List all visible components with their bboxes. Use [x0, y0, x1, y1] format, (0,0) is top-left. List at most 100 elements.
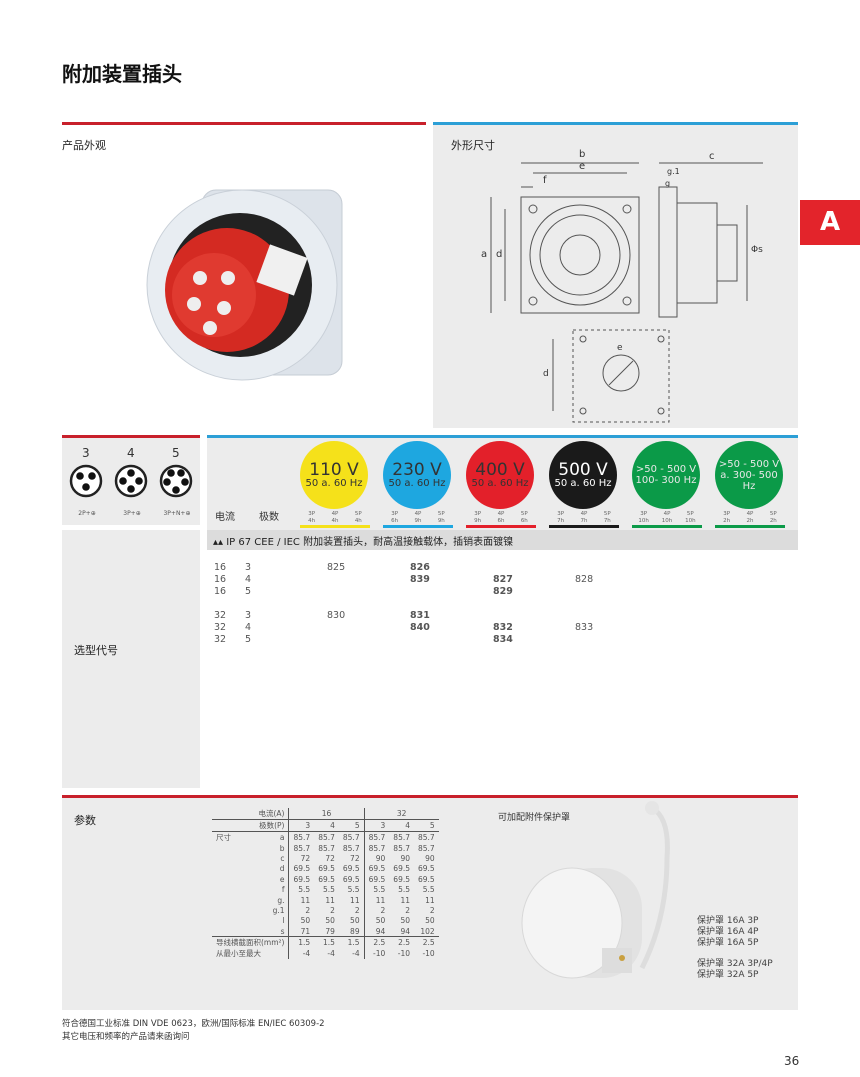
order-code: 839	[410, 574, 430, 585]
code-current: 32	[214, 610, 227, 621]
dim-e: e	[579, 161, 586, 172]
footer-inquiry: 其它电压和频率的产品请来函询问	[62, 1032, 190, 1042]
param-wire: 1.5	[288, 936, 315, 949]
param-range: -10	[363, 948, 390, 960]
param-cell: 69.5	[393, 864, 410, 874]
hour-label: 2h	[723, 517, 731, 524]
order-code: 827	[493, 574, 513, 585]
param-cell: 85.7	[288, 831, 315, 843]
footer-standards: 符合德国工业标准 DIN VDE 0623，欧洲/国际标准 EN/IEC 603…	[62, 1019, 325, 1029]
param-cell: 71	[288, 926, 315, 937]
param-cell: a	[279, 833, 285, 842]
voltage-color-bar	[632, 525, 702, 528]
param-pole: 4	[405, 821, 410, 830]
pole-label: 3P	[557, 511, 565, 517]
param-cell: 90	[363, 853, 390, 864]
voltage-color-bar	[300, 525, 370, 528]
param-cell: 11	[425, 895, 435, 905]
pin-count: 4	[127, 446, 135, 460]
socket-face-icon	[114, 464, 148, 498]
param-cell: 69.5	[342, 864, 360, 874]
selection-panel: 选型代号	[62, 530, 200, 788]
dim-e2: e	[617, 343, 623, 353]
param-cell: 50	[400, 916, 410, 926]
dim-d: d	[496, 249, 503, 260]
dim-g1: g.1	[667, 167, 680, 176]
hour-label: 4h	[354, 517, 362, 524]
param-cell: e	[279, 874, 285, 884]
param-current: 16	[288, 808, 365, 820]
hour-label: 7h	[557, 517, 565, 524]
param-cell: 72	[325, 854, 335, 864]
param-cell: 5.5	[288, 884, 315, 895]
pole-label: 5P	[686, 511, 694, 517]
voltage-value: 400 V	[475, 459, 525, 480]
param-cell: l	[282, 916, 285, 926]
hour-label: 6h	[520, 517, 528, 524]
frequency-value: 100- 300 Hz	[635, 475, 697, 486]
param-cell: 72	[288, 853, 315, 864]
code-poles: 5	[245, 586, 252, 597]
param-cell: 72	[350, 854, 360, 864]
selection-label: 选型代号	[74, 644, 118, 657]
code-poles: 5	[245, 634, 252, 645]
param-cell: b	[279, 843, 285, 853]
param-pole: 5	[429, 821, 435, 830]
appearance-label: 产品外观	[62, 139, 106, 152]
order-code: 829	[493, 586, 513, 597]
order-code: 833	[575, 622, 594, 633]
socket-face-icon	[159, 464, 193, 498]
hour-label: 9h	[414, 517, 422, 524]
voltage-value: 110 V	[309, 459, 359, 480]
param-cell: 11	[325, 895, 335, 905]
param-cell: 11	[363, 894, 390, 906]
voltage-value: 230 V	[392, 459, 442, 480]
param-cell: 5.5	[322, 885, 335, 895]
code-poles: 3	[245, 610, 252, 621]
param-cell: 79	[325, 926, 335, 936]
accessory-item: 保护罩 32A 5P	[697, 970, 759, 980]
pole-label: 3P	[640, 511, 648, 517]
param-cell: 69.5	[393, 874, 410, 884]
poles-label: 极数	[259, 512, 279, 523]
param-cell: 69.5	[418, 874, 435, 884]
param-range: -4	[288, 948, 315, 960]
param-cell: g.	[277, 895, 285, 905]
param-wire: 1.5	[347, 938, 360, 948]
param-pole: 4	[330, 821, 335, 830]
param-cell: 50	[325, 916, 335, 926]
pin-label: 3P+⊕	[123, 510, 141, 517]
accessory-item: 保护罩 16A 5P	[697, 938, 759, 948]
product-line: IP 67 CEE / IEC 附加装置插头，耐高温接触载体，插销表面镀镍	[226, 537, 514, 548]
param-range: -4	[327, 949, 335, 959]
dim-g: g	[665, 179, 671, 188]
hour-label: 10h	[638, 517, 649, 524]
dim-f: f	[543, 175, 547, 186]
param-cell: d	[279, 864, 285, 874]
pole-label: 5P	[354, 511, 362, 517]
param-cell: 2	[288, 905, 315, 916]
pole-label: 3P	[308, 511, 316, 517]
order-code: 834	[493, 634, 513, 645]
hour-label: 7h	[580, 517, 588, 524]
param-cell: 85.7	[393, 833, 410, 842]
code-poles: 3	[245, 562, 252, 573]
frequency-value: a. 300- 500 Hz	[720, 469, 778, 492]
frequency-value: 50 a. 60 Hz	[388, 477, 446, 489]
accessory-item: 保护罩 32A 3P/4P	[697, 959, 773, 969]
order-code: 831	[410, 610, 430, 621]
product-line-bar: ▴▴ IP 67 CEE / IEC 附加装置插头，耐高温接触载体，插销表面镀镍	[207, 530, 798, 550]
code-current: 32	[214, 622, 227, 633]
hour-label: 7h	[603, 517, 611, 524]
param-cell: g.1	[272, 906, 285, 916]
pole-label: 5P	[769, 511, 777, 517]
param-cell: 85.7	[342, 833, 360, 842]
code-poles: 4	[245, 622, 252, 633]
param-cell: 5.5	[398, 885, 410, 895]
